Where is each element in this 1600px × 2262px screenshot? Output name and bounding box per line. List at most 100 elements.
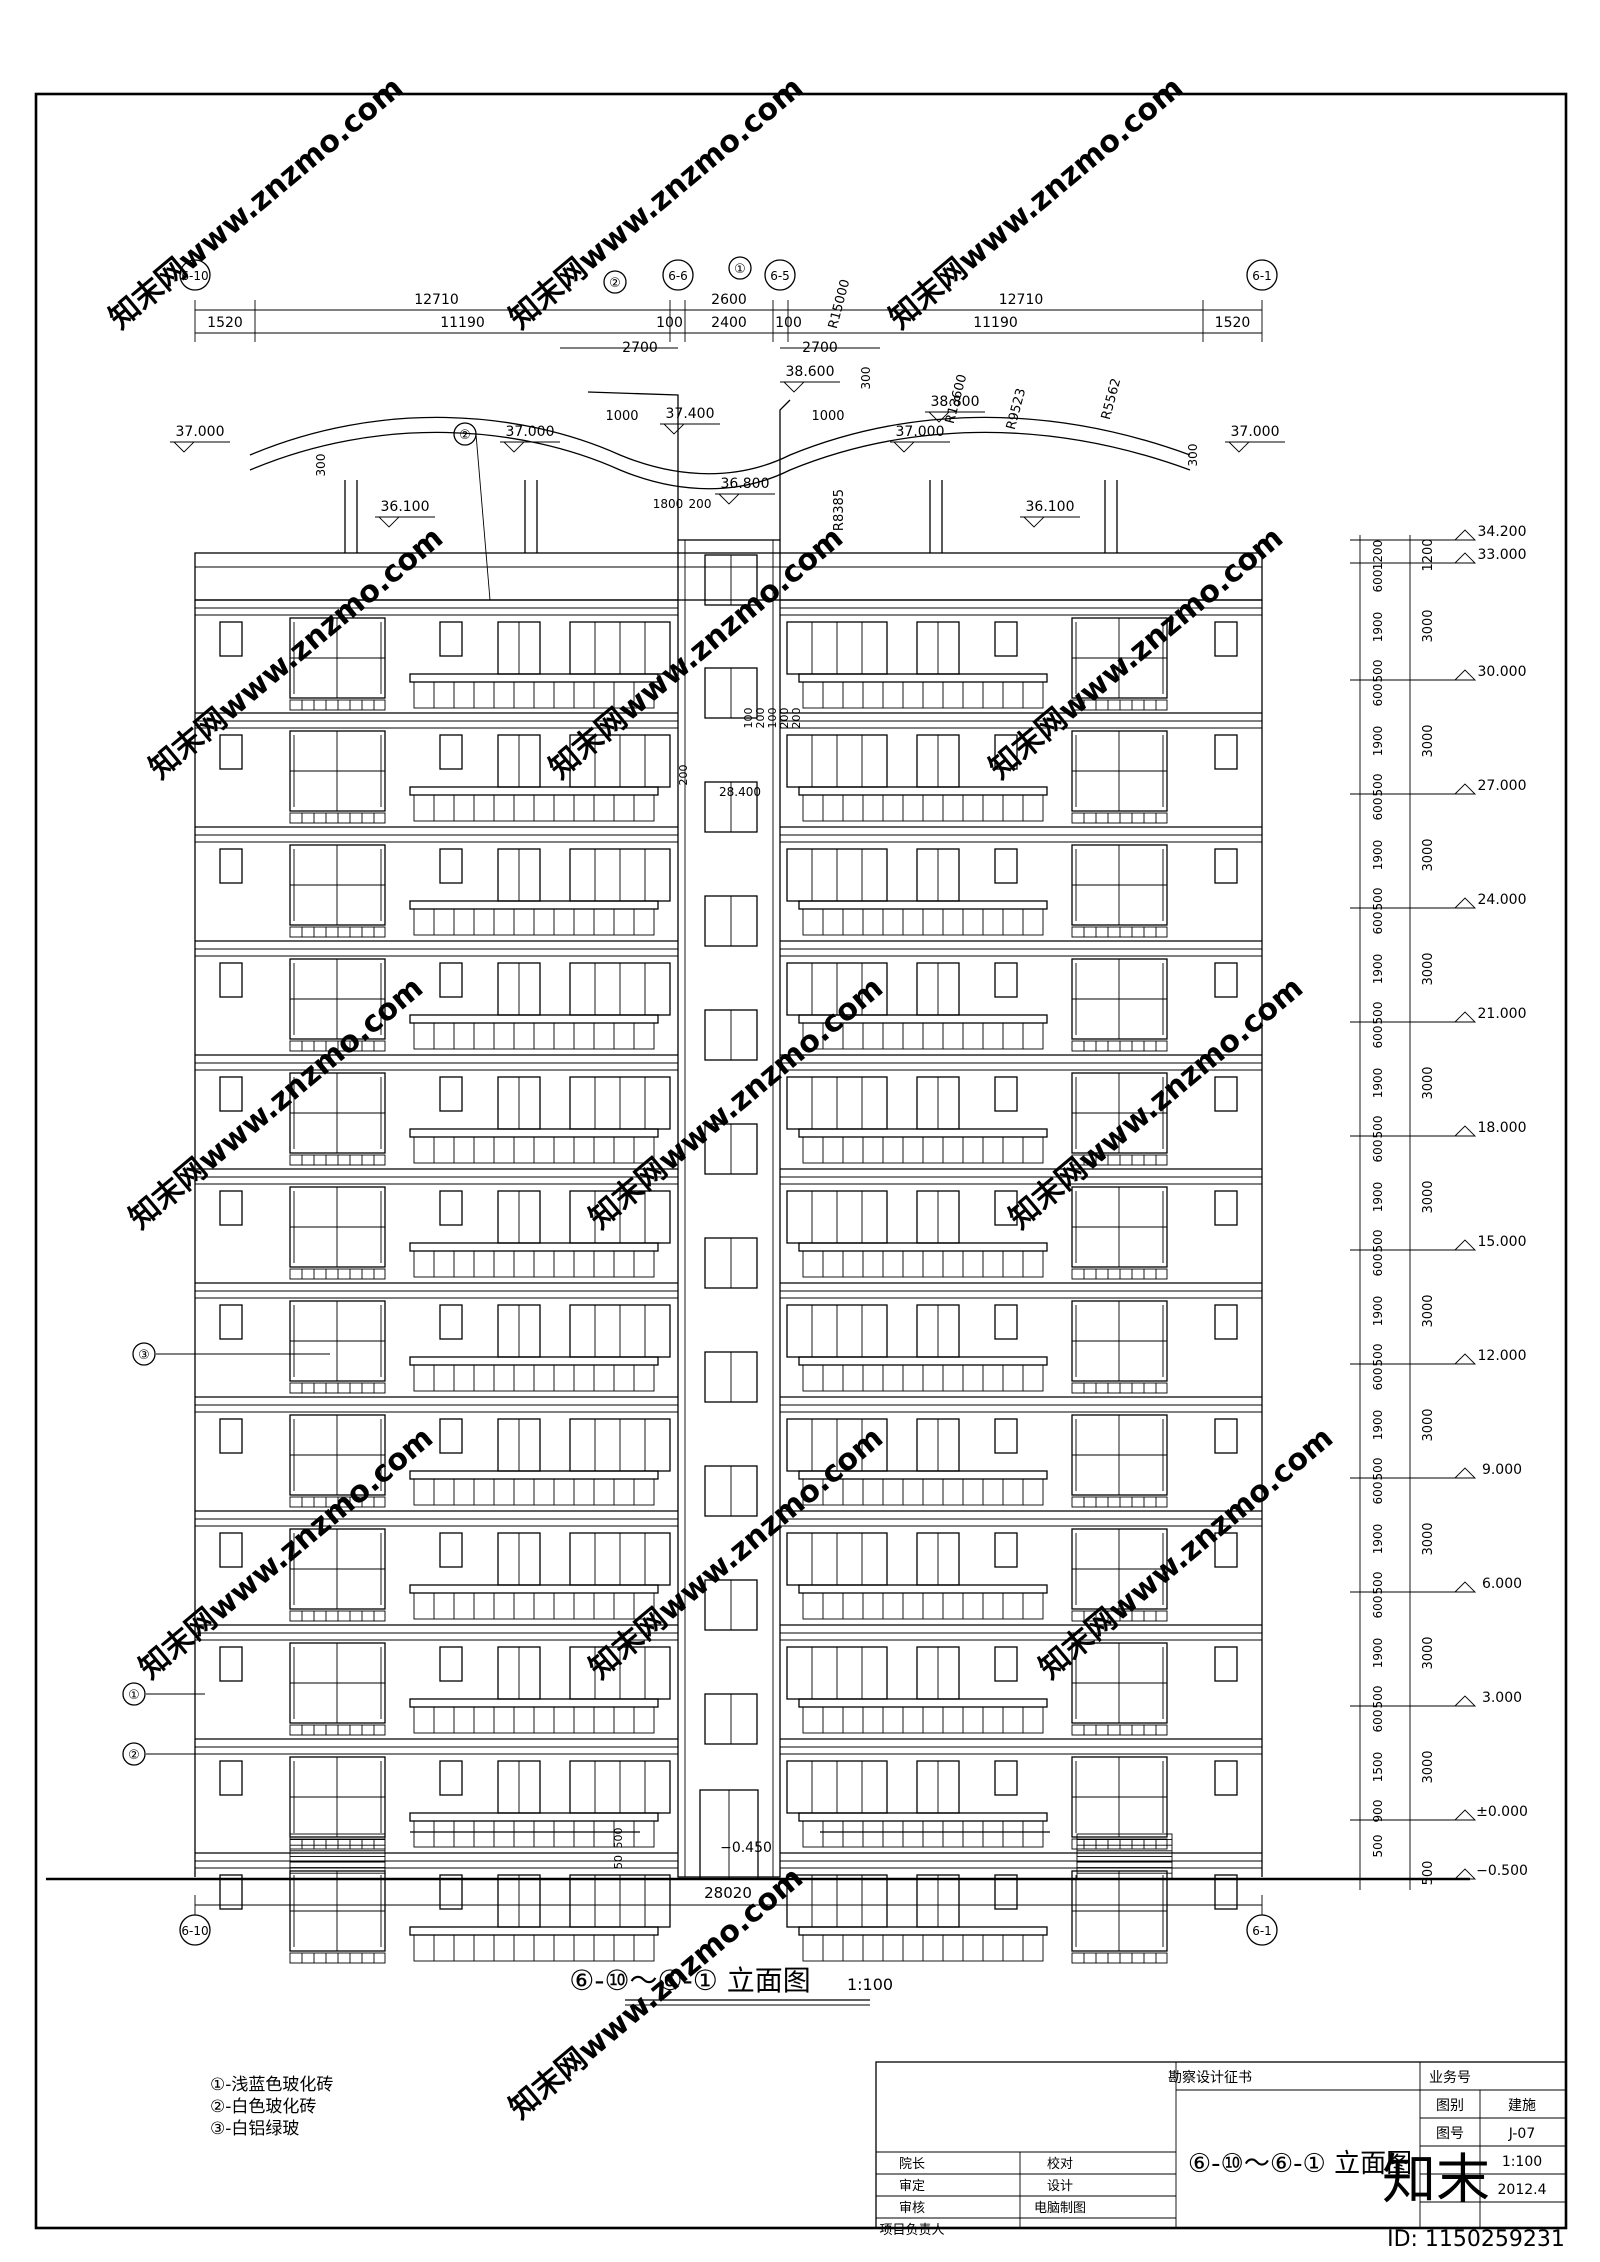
balcony-slab bbox=[798, 900, 1048, 910]
tb-role: 审核 bbox=[899, 2201, 925, 2216]
small-window bbox=[994, 1304, 1018, 1340]
level-triangle bbox=[1453, 1125, 1477, 1137]
right-outer-dim: 3000 bbox=[1421, 1522, 1436, 1555]
right-level-label: 9.000 bbox=[1482, 1462, 1522, 1478]
small-window bbox=[439, 621, 463, 657]
dim-100-core-b: 100 bbox=[766, 708, 779, 729]
watermark-text: 知末网www.znzmo.com bbox=[983, 520, 1290, 786]
roof-level-label: 37.400 bbox=[666, 406, 715, 422]
right-level-label: 21.000 bbox=[1478, 1006, 1527, 1022]
right-level-label: 34.200 bbox=[1478, 524, 1527, 540]
right-level-label: 24.000 bbox=[1478, 892, 1527, 908]
tb-category-label: 图别 bbox=[1436, 2098, 1464, 2114]
balcony-slab bbox=[409, 1356, 659, 1366]
stair-core bbox=[677, 539, 781, 1878]
right-inner-dim: 1900 bbox=[1371, 726, 1385, 757]
dim-200-core-b: 200 bbox=[754, 708, 767, 729]
right-outer-dim: 3000 bbox=[1421, 1408, 1436, 1441]
balcony-slab bbox=[409, 1014, 659, 1024]
balcony-slab bbox=[798, 1584, 1048, 1594]
right-inner-dim: 600 bbox=[1371, 1482, 1385, 1505]
balcony-slab bbox=[798, 1356, 1048, 1366]
right-inner-dim: 600 bbox=[1371, 570, 1385, 593]
level-minus-0-450: −0.450 bbox=[720, 1840, 772, 1856]
roof-dim-300-right: 300 bbox=[1186, 444, 1200, 467]
level-triangle bbox=[1453, 1868, 1477, 1880]
roof-parapet bbox=[194, 552, 1263, 601]
balcony-slab bbox=[409, 1128, 659, 1138]
small-window bbox=[439, 1304, 463, 1340]
small-window bbox=[994, 1190, 1018, 1226]
small-window bbox=[439, 1760, 463, 1796]
right-inner-dim: 900 bbox=[1371, 1800, 1385, 1823]
callout-2-roof-label: ② bbox=[459, 428, 471, 443]
level-triangle bbox=[1453, 1581, 1477, 1593]
tb-drawing-no-label: 图号 bbox=[1436, 2126, 1464, 2142]
level-triangle bbox=[502, 441, 526, 453]
small-window bbox=[219, 1418, 243, 1454]
roof-mast-left bbox=[587, 391, 679, 540]
right-outer-dim: 3000 bbox=[1421, 1066, 1436, 1099]
small-window bbox=[439, 1646, 463, 1682]
small-window bbox=[994, 1532, 1018, 1568]
small-window bbox=[1214, 962, 1238, 998]
right-inner-dim: 500 bbox=[1371, 1116, 1385, 1139]
drawing-title: ⑥-⑩～⑥-① 立面图 bbox=[569, 1964, 811, 1997]
small-window bbox=[994, 848, 1018, 884]
small-window bbox=[1214, 1304, 1238, 1340]
small-window bbox=[219, 1760, 243, 1796]
right-level-label: 27.000 bbox=[1478, 778, 1527, 794]
right-inner-dim: 1900 bbox=[1371, 840, 1385, 871]
roof-level-label: 37.000 bbox=[506, 424, 555, 440]
roof-mast-right bbox=[779, 399, 791, 540]
bay-sill bbox=[1071, 1496, 1168, 1508]
bay-sill bbox=[1071, 926, 1168, 938]
right-inner-dim: 600 bbox=[1371, 684, 1385, 707]
small-window bbox=[1214, 1418, 1238, 1454]
small-window bbox=[219, 1190, 243, 1226]
callout-leader bbox=[475, 433, 491, 601]
top-dim-row2: 100 bbox=[775, 315, 802, 331]
right-inner-dim: 1900 bbox=[1371, 954, 1385, 985]
bay-sill bbox=[1071, 1382, 1168, 1394]
axis-6-6-top-label: 6-6 bbox=[668, 269, 688, 283]
tb-scale-value: 1:100 bbox=[1502, 2154, 1542, 2170]
right-inner-dim: 500 bbox=[1371, 888, 1385, 911]
right-outer-dim: 3000 bbox=[1421, 1636, 1436, 1669]
bay-sill bbox=[289, 1838, 386, 1850]
small-window bbox=[219, 1304, 243, 1340]
small-window bbox=[439, 1076, 463, 1112]
right-inner-dim: 500 bbox=[1371, 1686, 1385, 1709]
right-inner-dim: 500 bbox=[1371, 1458, 1385, 1481]
balcony-slab bbox=[409, 1584, 659, 1594]
callout-3 bbox=[132, 1342, 156, 1366]
level-triangle bbox=[1453, 1467, 1477, 1479]
balcony-slab bbox=[409, 1926, 659, 1936]
dim-200-core-d: 200 bbox=[790, 708, 803, 729]
roof-level-label: 38.800 bbox=[931, 394, 980, 410]
callout-1-top-label: ① bbox=[734, 262, 746, 277]
bay-sill bbox=[289, 926, 386, 938]
balcony-slab bbox=[409, 1470, 659, 1480]
small-window bbox=[439, 1418, 463, 1454]
right-outer-dim: 3000 bbox=[1421, 952, 1436, 985]
top-dim-row2: 11190 bbox=[440, 315, 485, 331]
right-level-label: ±0.000 bbox=[1476, 1804, 1528, 1820]
roof-level-label: 36.100 bbox=[1026, 499, 1075, 515]
right-inner-dim: 1900 bbox=[1371, 1296, 1385, 1327]
right-inner-dim: 600 bbox=[1371, 1026, 1385, 1049]
level-triangle bbox=[1453, 897, 1477, 909]
tb-role2: 电脑制图 bbox=[1034, 2201, 1086, 2216]
right-inner-dim: 500 bbox=[1371, 774, 1385, 797]
bay-sill bbox=[289, 1724, 386, 1736]
roof-level-label: 37.000 bbox=[176, 424, 225, 440]
tb-role2: 校对 bbox=[1047, 2156, 1073, 2172]
roof-wave-lower bbox=[249, 431, 1191, 490]
roof-dim-1000-left: 1000 bbox=[605, 409, 638, 424]
roof-dim-300-mid: 300 bbox=[859, 367, 873, 390]
callout-1-label: ① bbox=[128, 1688, 140, 1703]
bay-sill bbox=[1071, 1610, 1168, 1622]
